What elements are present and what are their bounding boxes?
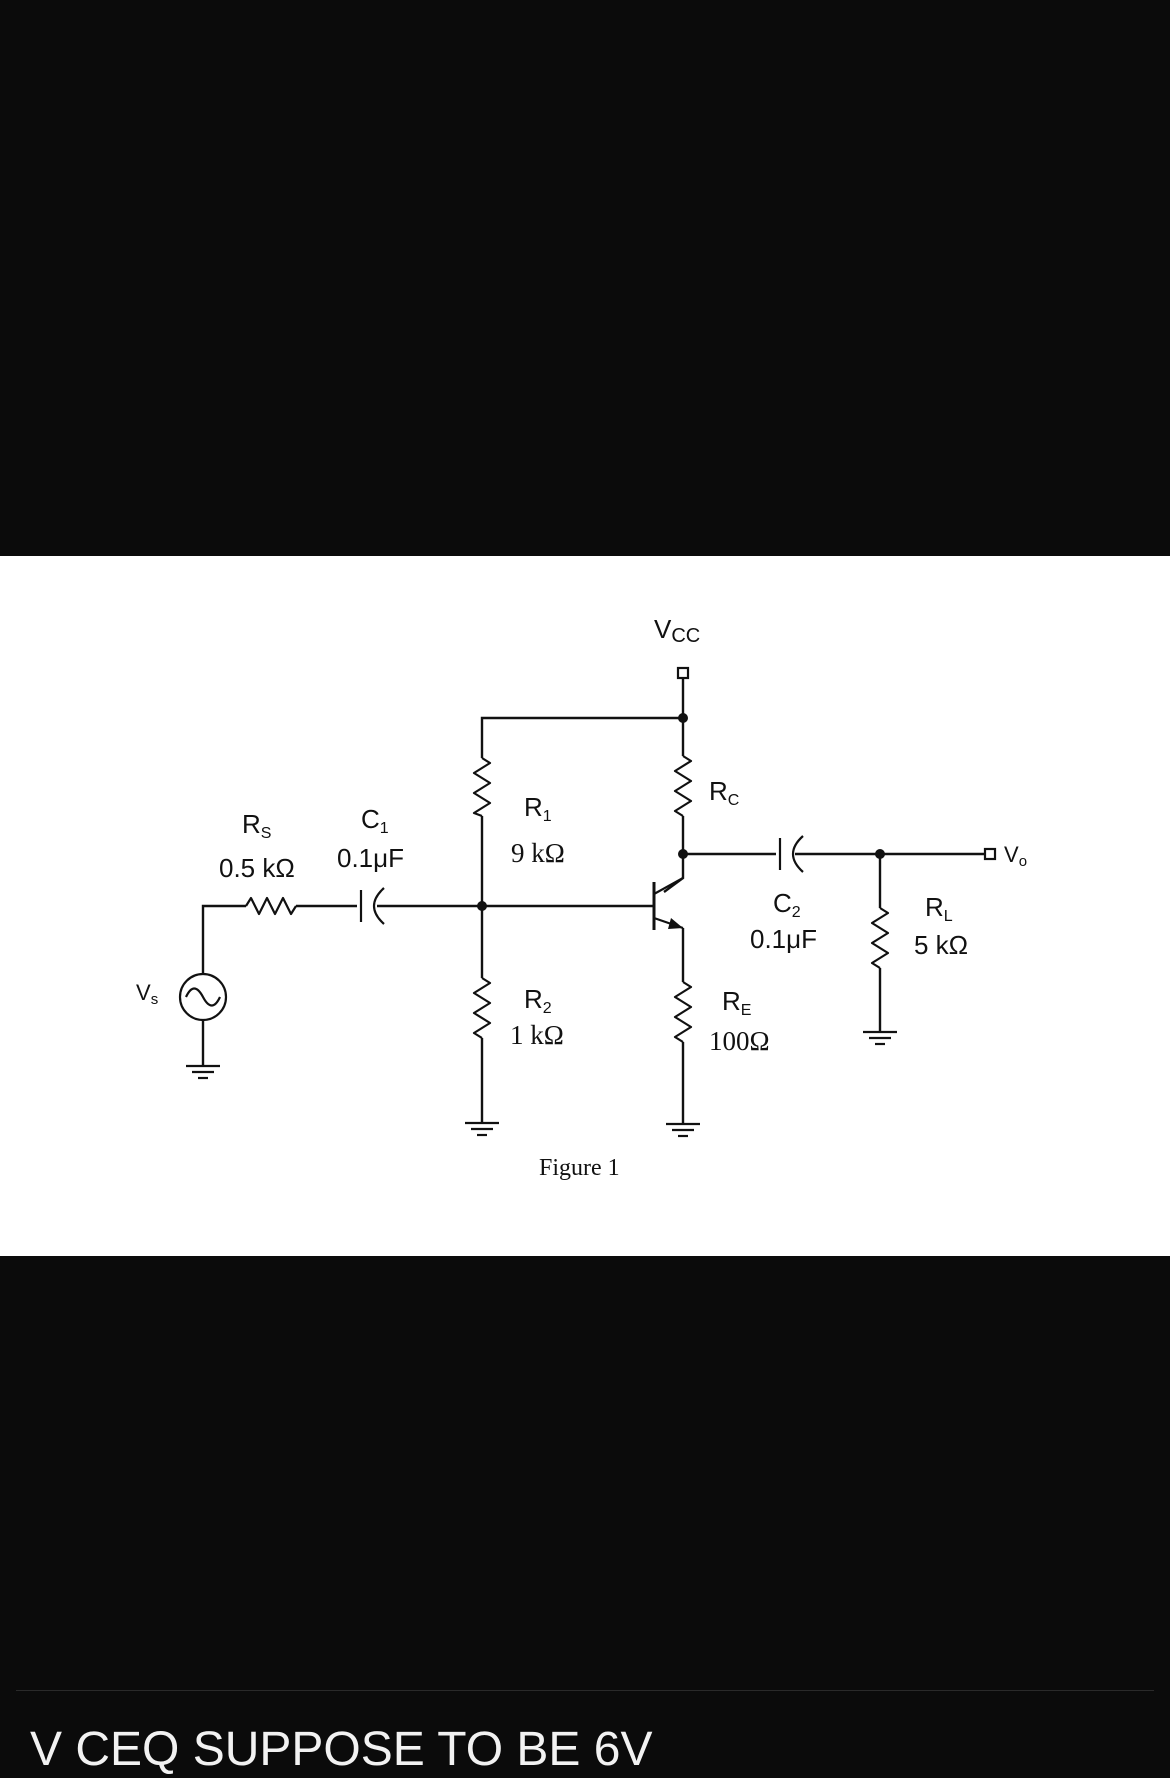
resistor-r1 (472, 757, 492, 818)
ground-rl-icon (863, 1030, 897, 1046)
resistor-rc (673, 755, 693, 817)
circuit-schematic: VCC RS 0.5 kΩ C1 0.1μF R1 9 kΩ R2 1 kΩ R… (136, 614, 1027, 1181)
ground-r2-icon (465, 1121, 499, 1137)
npn-transistor (652, 877, 684, 930)
junction-dot-base (477, 901, 487, 911)
ground-re-icon (666, 1122, 700, 1138)
figure-caption: Figure 1 (539, 1155, 620, 1181)
ac-source (178, 972, 228, 1022)
vcc-label: VCC (654, 614, 700, 647)
junction-dot-output (875, 849, 885, 859)
ground-vs-icon (186, 1064, 220, 1080)
resistor-r2 (472, 977, 492, 1039)
r2-label: R2 (524, 984, 552, 1017)
resistor-rs (245, 896, 297, 916)
rc-label: RC (709, 776, 739, 809)
resistor-rl (870, 907, 890, 969)
post-caption: V CEQ SUPPOSE TO BE 6V (30, 1723, 653, 1776)
divider (16, 1690, 1154, 1691)
vs-label: Vs (136, 980, 158, 1008)
junction-dot-vcc (678, 713, 688, 723)
c2-label: C2 (773, 888, 801, 921)
resistor-re (673, 981, 693, 1043)
c1-label: C1 (361, 804, 389, 837)
c2-value: 0.1μF (750, 924, 817, 954)
rl-label: RL (925, 892, 953, 925)
rs-label: RS (242, 809, 271, 842)
vo-label: Vo (1004, 842, 1027, 870)
re-value: 100Ω (709, 1026, 770, 1056)
r1-value: 9 kΩ (511, 838, 565, 868)
circuit-diagram: VCC RS 0.5 kΩ C1 0.1μF R1 9 kΩ R2 1 kΩ R… (0, 556, 1170, 1256)
vcc-terminal (676, 666, 690, 680)
junction-dot-collector (678, 849, 688, 859)
r1-label: R1 (524, 792, 552, 825)
rl-value: 5 kΩ (914, 930, 968, 960)
c1-value: 0.1μF (337, 843, 404, 873)
wires (201, 678, 985, 1124)
vo-terminal (983, 847, 997, 861)
rs-value: 0.5 kΩ (219, 853, 295, 883)
capacitor-c2 (778, 835, 804, 873)
re-label: RE (722, 986, 751, 1019)
r2-value: 1 kΩ (510, 1020, 564, 1050)
capacitor-c1 (359, 887, 385, 925)
